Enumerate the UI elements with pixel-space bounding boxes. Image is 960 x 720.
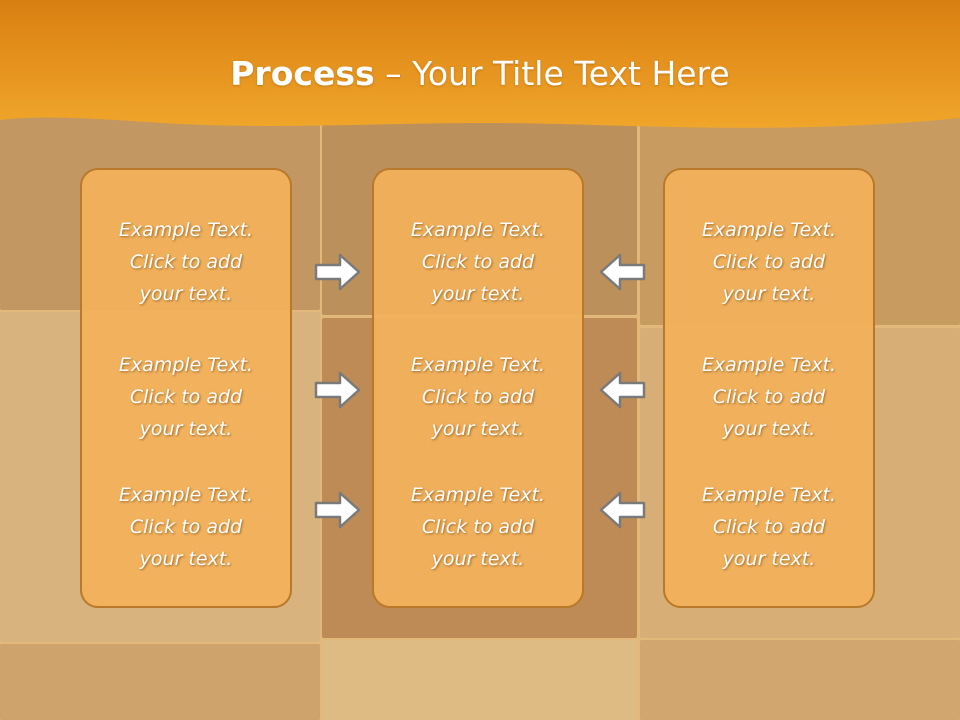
- text-line: your text.: [431, 548, 525, 570]
- text-line: Click to add: [421, 251, 535, 273]
- collage-tile: [640, 640, 960, 720]
- right-arrow-icon: [314, 491, 361, 529]
- text-line: Example Text.: [701, 484, 837, 506]
- text-line: your text.: [139, 283, 233, 305]
- title-strong: Process: [230, 54, 375, 93]
- text-block[interactable]: Example Text. Click to add your text.: [374, 479, 582, 575]
- text-line: your text.: [722, 418, 816, 440]
- text-line: Click to add: [129, 386, 243, 408]
- text-line: your text.: [722, 548, 816, 570]
- process-box-left[interactable]: Example Text. Click to add your text. Ex…: [80, 168, 292, 608]
- text-line: your text.: [139, 548, 233, 570]
- text-line: your text.: [431, 418, 525, 440]
- left-arrow-icon: [599, 371, 646, 409]
- text-block[interactable]: Example Text. Click to add your text.: [374, 349, 582, 445]
- slide-title[interactable]: Process – Your Title Text Here: [0, 52, 960, 96]
- text-line: Click to add: [421, 386, 535, 408]
- right-arrow-icon: [314, 253, 361, 291]
- title-rest: – Your Title Text Here: [374, 54, 730, 93]
- process-box-right[interactable]: Example Text. Click to add your text. Ex…: [663, 168, 875, 608]
- collage-tile: [322, 640, 637, 720]
- text-line: Example Text.: [701, 354, 837, 376]
- text-block[interactable]: Example Text. Click to add your text.: [82, 349, 290, 445]
- text-block[interactable]: Example Text. Click to add your text.: [82, 479, 290, 575]
- text-line: your text.: [722, 283, 816, 305]
- text-block[interactable]: Example Text. Click to add your text.: [82, 214, 290, 310]
- text-line: Example Text.: [410, 484, 546, 506]
- text-line: Click to add: [712, 516, 826, 538]
- text-line: Example Text.: [118, 484, 254, 506]
- right-arrow-icon: [314, 371, 361, 409]
- text-line: your text.: [431, 283, 525, 305]
- text-block[interactable]: Example Text. Click to add your text.: [374, 214, 582, 310]
- text-block[interactable]: Example Text. Click to add your text.: [665, 349, 873, 445]
- left-arrow-icon: [599, 491, 646, 529]
- text-line: Click to add: [129, 516, 243, 538]
- text-line: Example Text.: [118, 219, 254, 241]
- process-box-middle[interactable]: Example Text. Click to add your text. Ex…: [372, 168, 584, 608]
- header-band: Process – Your Title Text Here: [0, 0, 960, 140]
- text-line: Click to add: [712, 386, 826, 408]
- text-line: Click to add: [712, 251, 826, 273]
- text-line: Click to add: [421, 516, 535, 538]
- text-block[interactable]: Example Text. Click to add your text.: [665, 479, 873, 575]
- text-line: Example Text.: [410, 219, 546, 241]
- left-arrow-icon: [599, 253, 646, 291]
- text-line: Example Text.: [701, 219, 837, 241]
- text-line: Example Text.: [410, 354, 546, 376]
- text-block[interactable]: Example Text. Click to add your text.: [665, 214, 873, 310]
- text-line: Example Text.: [118, 354, 254, 376]
- collage-tile: [0, 644, 320, 720]
- text-line: Click to add: [129, 251, 243, 273]
- text-line: your text.: [139, 418, 233, 440]
